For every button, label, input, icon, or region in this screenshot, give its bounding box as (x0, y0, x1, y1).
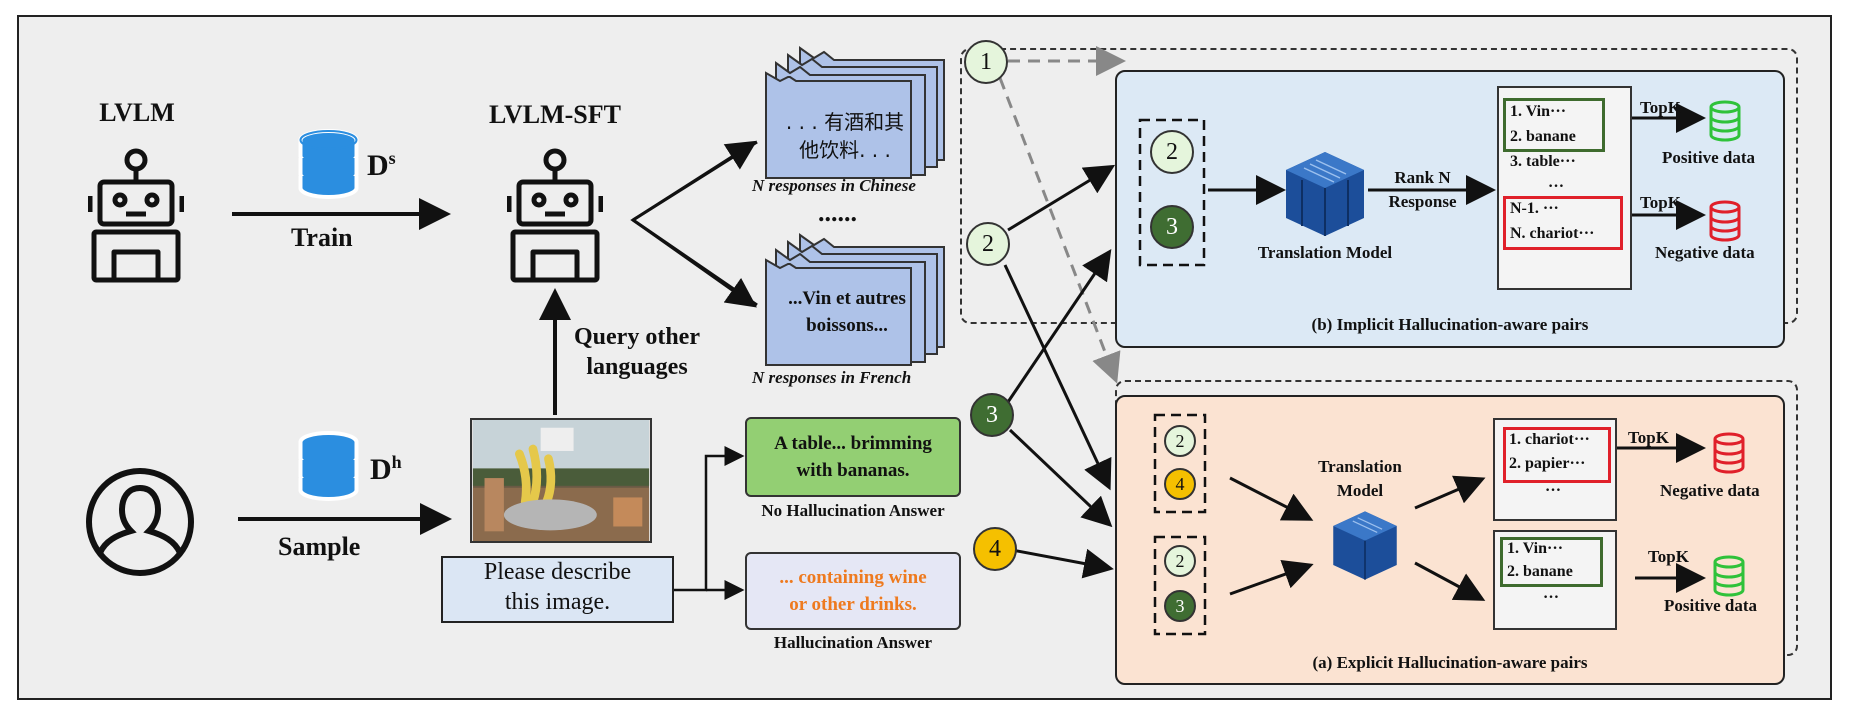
translation-model-icon (1333, 511, 1397, 580)
french-caption: N responses in French (752, 368, 912, 387)
robot-icon (88, 148, 184, 283)
database-icon (1713, 555, 1745, 597)
c3-to-b (1006, 249, 1112, 403)
panel-b-negative-label: Negative data (1655, 243, 1755, 262)
dh-label: Dh (370, 452, 402, 486)
sample-label: Sample (278, 532, 361, 561)
list-item: N. chariot··· (1510, 225, 1595, 242)
ellipsis: ...... (818, 198, 857, 227)
circle-1: 1 (964, 40, 1008, 84)
positive-highlight (1503, 98, 1605, 152)
c2-to-a-top (1003, 264, 1112, 491)
no-halluc-box (745, 417, 961, 497)
database-icon (1713, 432, 1745, 474)
panel-a-circle-3: 3 (1164, 590, 1196, 622)
list-item: … (1543, 585, 1559, 602)
halluc-box (745, 552, 961, 630)
panel-a-topk-positive: TopK (1648, 547, 1689, 566)
prompt-box (441, 556, 674, 623)
positive-list-doc (1493, 530, 1617, 630)
list-item: 1. chariot··· (1509, 431, 1590, 448)
ds-label: Ds (367, 148, 396, 182)
list-item: N-1. ··· (1510, 200, 1559, 217)
lvlm-sft-label: LVLM-SFT (489, 100, 621, 129)
panel-b-positive-label: Positive data (1662, 148, 1756, 167)
french-response-stack (765, 233, 945, 366)
panel-b-title: (b) Implicit Hallucination-aware pairs (1311, 315, 1589, 334)
panel-a-topk-negative: TopK (1628, 428, 1669, 447)
panel-b-circle-3: 3 (1150, 205, 1194, 249)
prompt-text: Please describe this image. (483, 559, 632, 615)
database-icon (298, 431, 359, 501)
to-no-halluc (673, 446, 745, 592)
negative-highlight (1503, 196, 1623, 250)
no-halluc-text: A table... brimming with bananas. (774, 433, 932, 481)
fan-out-lines (630, 140, 758, 307)
chinese-caption: N responses in Chinese (752, 176, 916, 195)
list-item: 2. papier··· (1509, 455, 1586, 472)
panel-a-circle-4: 4 (1164, 468, 1196, 500)
panel-a-title: (a) Explicit Hallucination-aware pairs (1312, 653, 1588, 672)
french-response-text: ...Vin et autres boissons... (788, 288, 906, 336)
circle-4: 4 (973, 527, 1017, 571)
no-halluc-caption: No Hallucination Answer (761, 501, 945, 520)
train-label: Train (291, 223, 353, 252)
panel-b (1115, 70, 1785, 348)
circle-2: 2 (966, 222, 1010, 266)
c2-to-b (1007, 164, 1116, 232)
list-item: 2. banane (1507, 563, 1573, 580)
panel-b-topk-negative: TopK (1640, 193, 1681, 212)
image-thumbnail (470, 418, 652, 543)
panel-b-circle-2: 2 (1150, 130, 1194, 174)
translation-model-icon (1286, 152, 1364, 236)
list-item: … (1545, 478, 1561, 495)
lvlm-label: LVLM (99, 98, 175, 127)
panel-a-positive-label: Positive data (1664, 596, 1758, 615)
rank-label: Rank N Response (1388, 168, 1457, 211)
panel-b-topk-positive: TopK (1640, 98, 1681, 117)
c1-to-a (998, 77, 1121, 384)
positive-highlight (1500, 537, 1603, 587)
panel-a-circle-2b: 2 (1164, 545, 1196, 577)
panel-b-model-label: Translation Model (1257, 243, 1393, 262)
robot-icon (507, 148, 603, 283)
ranked-list-doc (1497, 86, 1632, 290)
database-icon (298, 129, 359, 199)
database-icon (1709, 100, 1741, 142)
panel-a (1115, 395, 1785, 685)
negative-list-doc (1493, 418, 1617, 521)
panel-a-negative-label: Negative data (1660, 481, 1760, 500)
halluc-text: ... containing wine or other drinks. (779, 567, 927, 615)
list-item: 1. Vin··· (1510, 103, 1567, 120)
list-item: 3. table··· (1510, 153, 1576, 170)
c4-to-a (1011, 548, 1114, 579)
chinese-response-stack (765, 46, 945, 179)
panel-a-model-label: Translation Model (1318, 457, 1402, 500)
panel-a-circle-2: 2 (1164, 425, 1196, 457)
list-item: … (1548, 174, 1564, 191)
list-item: 2. banane (1510, 128, 1576, 145)
user-icon (86, 468, 194, 576)
database-icon (1709, 200, 1741, 242)
negative-highlight (1503, 427, 1611, 483)
list-item: 1. Vin··· (1507, 540, 1564, 557)
query-label: Query other languages (574, 324, 700, 380)
chinese-response-text: . . . 有酒和其 他饮料. . . (785, 110, 905, 162)
c3-to-a (1008, 428, 1113, 528)
halluc-caption: Hallucination Answer (773, 633, 933, 652)
circle-3: 3 (970, 393, 1014, 437)
